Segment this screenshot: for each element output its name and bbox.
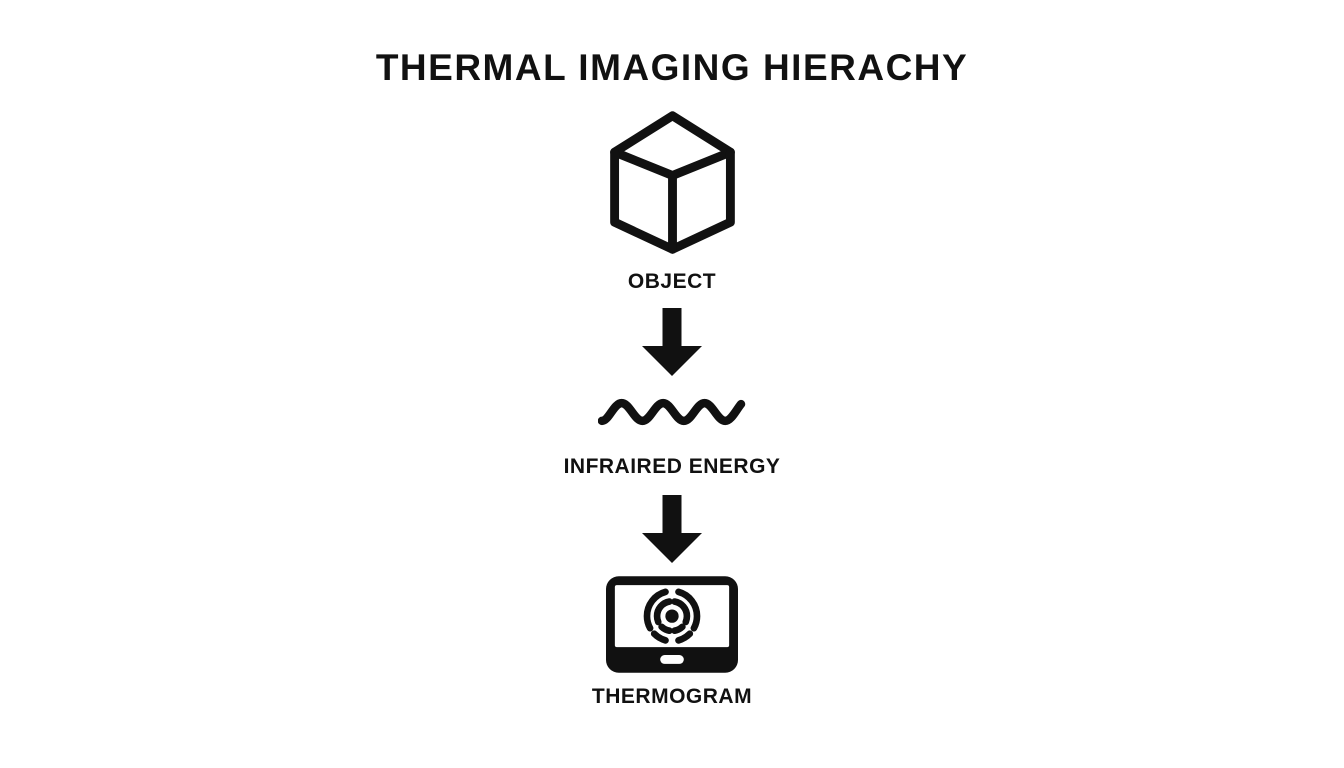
thermogram-display-icon (606, 576, 738, 673)
thermogram-label: THERMOGRAM (591, 685, 753, 708)
infrared-wave-icon (598, 398, 746, 426)
down-arrow-icon (642, 308, 702, 376)
down-arrow-icon (642, 495, 702, 563)
signal-icon (643, 588, 701, 644)
object-label: OBJECT (627, 270, 717, 293)
infrared-energy-label: INFRAIRED ENERGY (563, 455, 781, 478)
page-title: THERMAL IMAGING HIERACHY (375, 47, 969, 88)
cube-icon (609, 111, 735, 254)
